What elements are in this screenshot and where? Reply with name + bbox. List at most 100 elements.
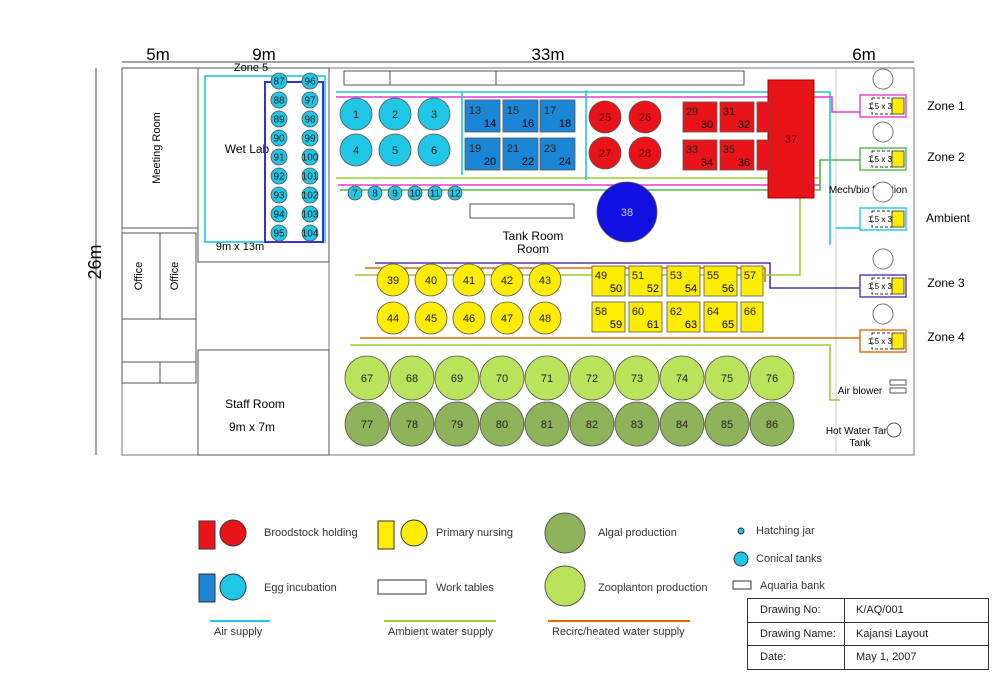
tank-circle xyxy=(596,181,658,243)
drawing-name-label: Drawing Name: xyxy=(760,628,836,640)
tank-label: 42 xyxy=(501,275,513,287)
filter-unit: 1.5 x 3 xyxy=(859,248,907,298)
tank-label: 57 xyxy=(744,270,756,282)
tank-78: 78 xyxy=(389,401,435,447)
svg-text:Room: Room xyxy=(517,242,549,256)
tank-label: 73 xyxy=(631,373,643,385)
tank-label: 95 xyxy=(273,229,285,240)
tank-label: 32 xyxy=(738,119,750,131)
tank-circle xyxy=(389,355,435,401)
tank-circle xyxy=(427,185,443,201)
tank-55: 55 xyxy=(703,265,738,297)
tank-label: 4 xyxy=(353,145,359,157)
tank-label: 78 xyxy=(406,419,418,431)
tank-77: 77 xyxy=(344,401,390,447)
pipe-network xyxy=(204,75,860,401)
dim-26m: 26m xyxy=(85,244,105,279)
tank-circle xyxy=(588,100,622,134)
title-block: Drawing No:K/AQ/001 Drawing Name:Kajansi… xyxy=(747,598,989,670)
tank-label: 72 xyxy=(586,373,598,385)
tank-label: 8 xyxy=(372,189,378,200)
tank-label: 47 xyxy=(501,313,513,325)
tank-83: 83 xyxy=(614,401,660,447)
tank-circle xyxy=(569,401,615,447)
tank-circle xyxy=(301,224,319,242)
tank-label: 77 xyxy=(361,419,373,431)
air-blower-label: Air blower xyxy=(838,386,883,397)
tank-circle xyxy=(347,185,363,201)
tank-66: 66 xyxy=(740,301,764,333)
tank-label: 66 xyxy=(744,306,756,318)
tank-circle xyxy=(389,401,435,447)
tank-label: 65 xyxy=(722,319,734,331)
tank-3: 3 xyxy=(417,97,451,131)
tank-79: 79 xyxy=(434,401,480,447)
tank-label: 28 xyxy=(639,148,651,160)
office-2 xyxy=(159,232,197,320)
tank-circle xyxy=(490,301,524,335)
tank-29: 29 xyxy=(682,101,718,133)
tank-circle xyxy=(270,110,288,128)
tank-label: 19 xyxy=(469,143,481,155)
tank-circle xyxy=(659,401,705,447)
filter-label: 1.5 x 3 xyxy=(868,337,893,346)
tank-label: 13 xyxy=(469,105,481,117)
legend-work: Work tables xyxy=(436,582,494,594)
tank-60: 60 xyxy=(628,301,663,333)
tank-101: 101 xyxy=(301,167,319,185)
tank-27: 27 xyxy=(588,136,622,170)
tank-100: 100 xyxy=(301,148,319,166)
tank-label: 29 xyxy=(686,106,698,118)
filter-label: 1.5 x 3 xyxy=(868,155,893,164)
tank-label: 99 xyxy=(304,134,316,145)
tank-circle xyxy=(479,355,525,401)
legend-conical: Conical tanks xyxy=(756,553,823,565)
tank-square xyxy=(502,99,539,133)
tank-label: 67 xyxy=(361,373,373,385)
tank-6: 6 xyxy=(417,133,451,167)
legend-aquaria: Aquaria bank xyxy=(760,580,825,592)
tank-square xyxy=(539,99,576,133)
tank-label: 49 xyxy=(595,270,607,282)
tank-label: 58 xyxy=(595,306,607,318)
legend-broodstock: Broodstock holding xyxy=(264,527,358,539)
tank-square xyxy=(703,265,738,297)
drawing-no-label: Drawing No: xyxy=(760,604,821,616)
legend-air: Air supply xyxy=(214,626,263,638)
tank-label: 75 xyxy=(721,373,733,385)
tank-label: 68 xyxy=(406,373,418,385)
tank-circle xyxy=(434,401,480,447)
tank-circle xyxy=(378,133,412,167)
tank-90: 90 xyxy=(270,129,288,147)
tank-45: 45 xyxy=(414,301,448,335)
zone-1-label: Zone 1 xyxy=(927,99,965,113)
tank-label: 71 xyxy=(541,373,553,385)
zone-3-label: Zone 3 xyxy=(927,276,965,290)
tank-42: 42 xyxy=(490,263,524,297)
tank-99: 99 xyxy=(301,129,319,147)
tank-label: 46 xyxy=(463,313,475,325)
zone-4-label: Zone 4 xyxy=(927,330,965,344)
tank-square xyxy=(703,301,738,333)
tank-37-label: 37 xyxy=(785,134,797,146)
tank-49: 49 xyxy=(591,265,626,297)
ambient-label: Ambient xyxy=(926,211,971,225)
tank-label: 103 xyxy=(302,210,319,221)
tank-circle xyxy=(524,355,570,401)
tank-square xyxy=(740,265,764,297)
tank-label: 27 xyxy=(599,148,611,160)
tank-circle xyxy=(301,91,319,109)
tank-label: 62 xyxy=(670,306,682,318)
tank-label: 14 xyxy=(484,118,496,130)
tank-95: 95 xyxy=(270,224,288,242)
meeting-room xyxy=(121,67,199,229)
tank-label: 1 xyxy=(353,109,359,121)
tank-label: 96 xyxy=(304,77,316,88)
tank-76: 76 xyxy=(749,355,795,401)
tank-square xyxy=(666,301,701,333)
tank-label: 41 xyxy=(463,275,475,287)
tank-67: 67 xyxy=(344,355,390,401)
tank-label: 11 xyxy=(430,189,441,200)
tank-label: 84 xyxy=(676,419,688,431)
tank-84: 84 xyxy=(659,401,705,447)
